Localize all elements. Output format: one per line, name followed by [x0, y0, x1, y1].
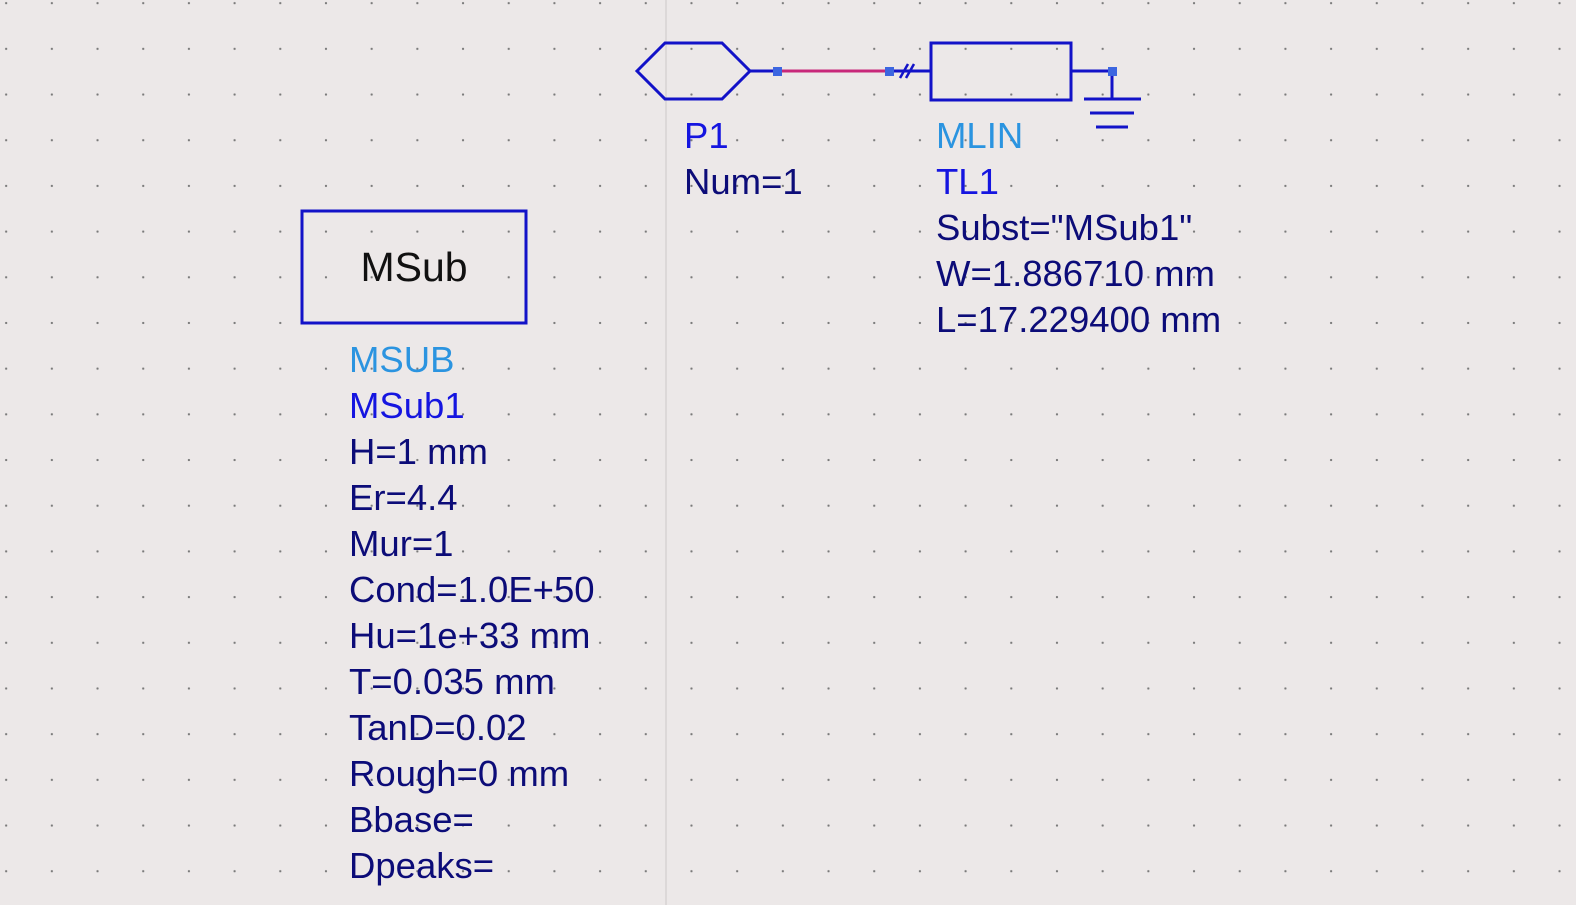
msub-param-tand: TanD=0.02 [349, 707, 527, 748]
msub-param-er: Er=4.4 [349, 477, 458, 518]
port-pin[interactable] [773, 67, 782, 76]
mlin-body-rect [929, 41, 1073, 102]
msub-param-rough: Rough=0 mm [349, 753, 570, 794]
msub-param-dpeaks: Dpeaks= [349, 845, 495, 886]
port-param-num: Num=1 [684, 161, 803, 202]
mlin-param-w: W=1.886710 mm [936, 253, 1215, 294]
msub-component-box[interactable] [300, 209, 528, 325]
mlin-instance-name: TL1 [936, 161, 999, 202]
port-hexagon-shape [634, 41, 753, 101]
mlin-connection-mark-2 [904, 63, 916, 79]
msub-param-h: H=1 mm [349, 431, 488, 472]
ground-icon[interactable] [1084, 76, 1141, 129]
msub-param-cond: Cond=1.0E+50 [349, 569, 595, 610]
mlin-right-pin[interactable] [1108, 67, 1117, 76]
msub-instance-name: MSub1 [349, 385, 465, 426]
msub-box-title: MSub [360, 243, 468, 290]
mlin-connection-mark [898, 63, 910, 79]
msub-param-bbase: Bbase= [349, 799, 474, 840]
msub-param-hu: Hu=1e+33 mm [349, 615, 591, 656]
mlin-param-l: L=17.229400 mm [936, 299, 1222, 340]
msub-type-label: MSUB [349, 339, 455, 380]
mlin-tl1-symbol[interactable] [885, 41, 1117, 102]
port-instance-name: P1 [684, 115, 729, 156]
mlin-param-subst: Subst="MSub1" [936, 207, 1193, 248]
mlin-left-pin[interactable] [885, 67, 894, 76]
port-p1-symbol[interactable] [634, 41, 782, 101]
mlin-type-label: MLIN [936, 115, 1024, 156]
msub-param-t: T=0.035 mm [349, 661, 555, 702]
msub-param-mur: Mur=1 [349, 523, 454, 564]
